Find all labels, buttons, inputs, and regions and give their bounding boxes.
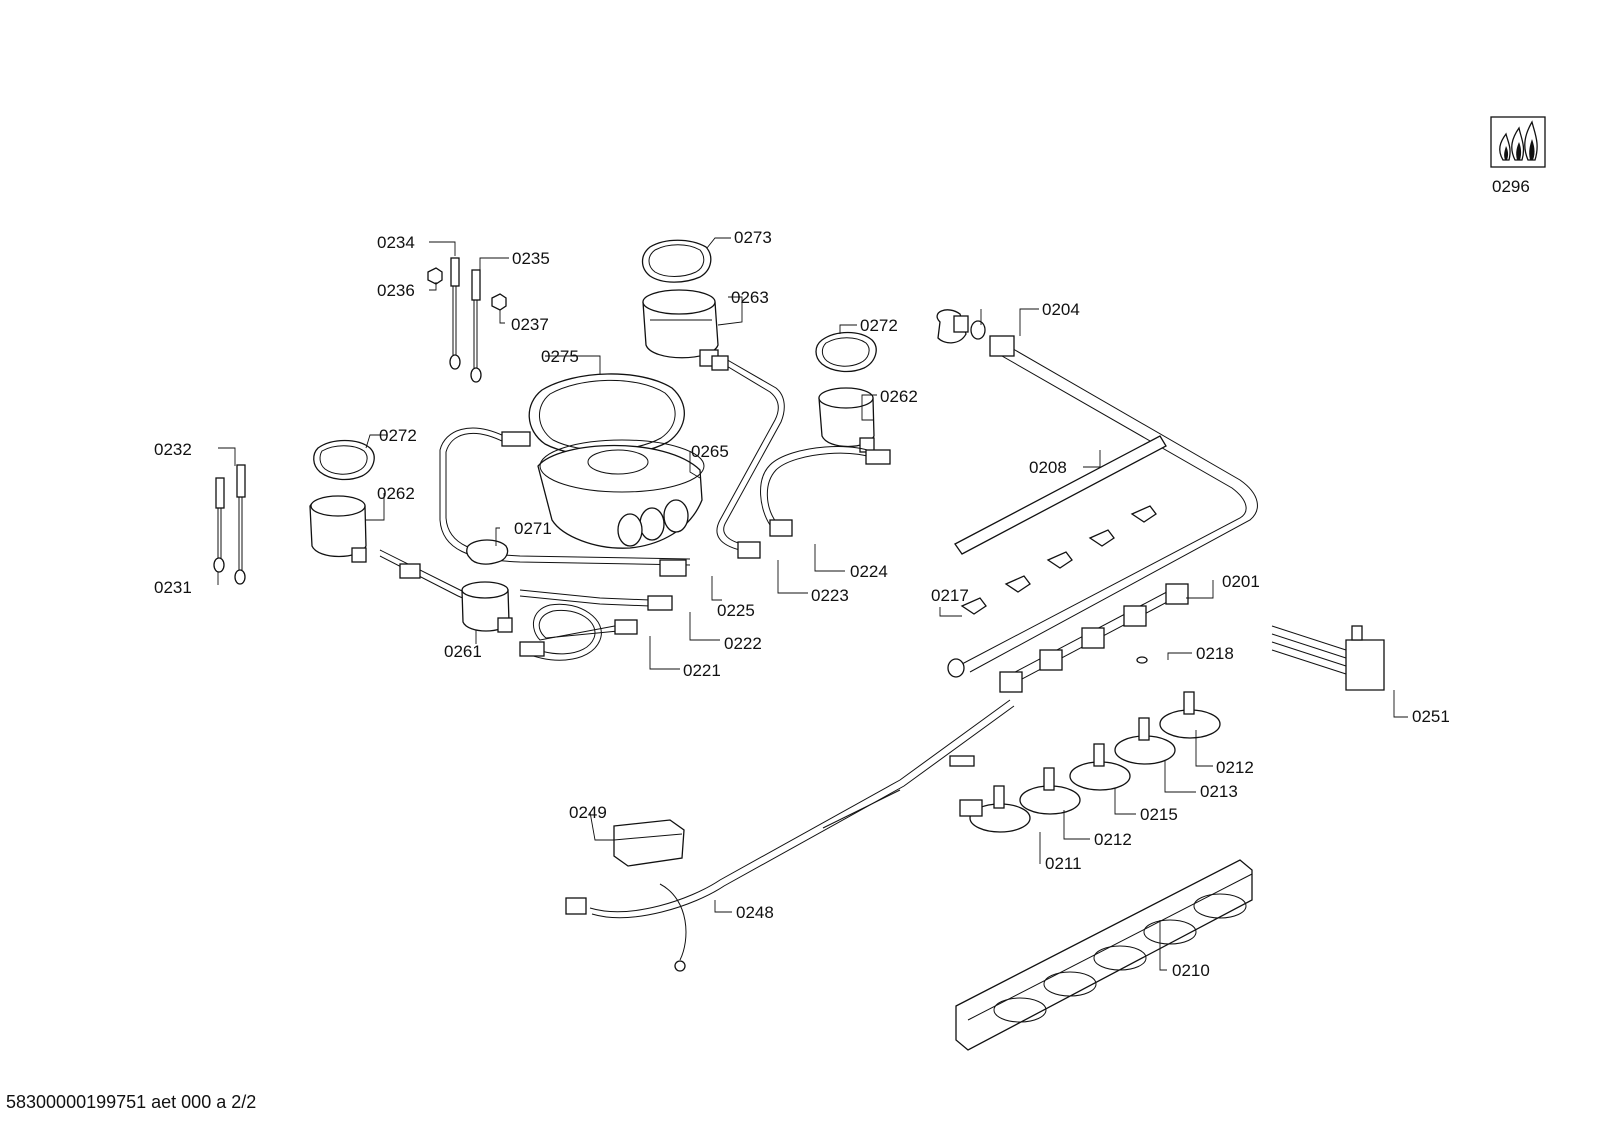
callout-label: 0218 — [1196, 644, 1234, 663]
gasket-and-cup-top — [641, 239, 719, 367]
gas-flame-icon — [1490, 116, 1546, 168]
callout-label: 0272 — [379, 426, 417, 445]
callout-label: 0231 — [154, 578, 192, 597]
callout-label: 0221 — [683, 661, 721, 680]
callout-label: 0236 — [377, 281, 415, 300]
callout-label: 0262 — [377, 484, 415, 503]
injector-rail — [999, 583, 1189, 693]
gasket-and-cup-left — [309, 439, 375, 563]
callout-label: 0204 — [1042, 300, 1080, 319]
callout-label: 0296 — [1492, 177, 1530, 196]
gasket-and-cup-bottom — [461, 539, 513, 633]
gas-tap-row — [959, 691, 1221, 833]
callout-label: 0225 — [717, 601, 755, 620]
callout-label: 0235 — [512, 249, 550, 268]
gasket-and-cup-right — [815, 331, 877, 453]
gas-manifold — [936, 309, 1258, 678]
callout-label: 0251 — [1412, 707, 1450, 726]
tap-tray — [955, 859, 1253, 1051]
callout-label: 0234 — [377, 233, 415, 252]
thermocouple-pair-top — [427, 257, 507, 383]
thermocouple-pair-left — [213, 464, 246, 585]
callout-label: 0248 — [736, 903, 774, 922]
callout-label: 0273 — [734, 228, 772, 247]
callout-label: 0211 — [1045, 854, 1082, 873]
callout-label: 0271 — [514, 519, 552, 538]
callout-label: 0261 — [444, 642, 482, 661]
clip-row — [960, 505, 1157, 615]
callout-label: 0249 — [569, 803, 607, 822]
callout-label: 0232 — [154, 440, 192, 459]
document-footer-id: 58300000199751 aet 000 a 2/2 — [6, 1092, 257, 1112]
callout-label: 0213 — [1200, 782, 1238, 801]
ring-and-burner-body — [528, 373, 705, 549]
leader-lines — [217, 237, 1408, 971]
callout-label: 0272 — [860, 316, 898, 335]
callout-label: 0263 — [731, 288, 769, 307]
wiring-harness — [565, 699, 1015, 972]
callout-label: 0262 — [880, 387, 918, 406]
callout-labels: 0296 0234 0235 0236 0237 0273 0263 0272 … — [154, 177, 1530, 980]
callout-label: 0212 — [1216, 758, 1254, 777]
callout-label: 0222 — [724, 634, 762, 653]
valve-block — [1271, 625, 1385, 691]
callout-label: 0237 — [511, 315, 549, 334]
callout-label: 0224 — [850, 562, 888, 581]
callout-label: 0275 — [541, 347, 579, 366]
callout-label: 0201 — [1222, 572, 1260, 591]
callout-label: 0223 — [811, 586, 849, 605]
callout-label: 0208 — [1029, 458, 1067, 477]
callout-label: 0217 — [931, 586, 969, 605]
callout-label: 0212 — [1094, 830, 1132, 849]
callout-label: 0265 — [691, 442, 729, 461]
callout-label: 0210 — [1172, 961, 1210, 980]
callout-label: 0215 — [1140, 805, 1178, 824]
